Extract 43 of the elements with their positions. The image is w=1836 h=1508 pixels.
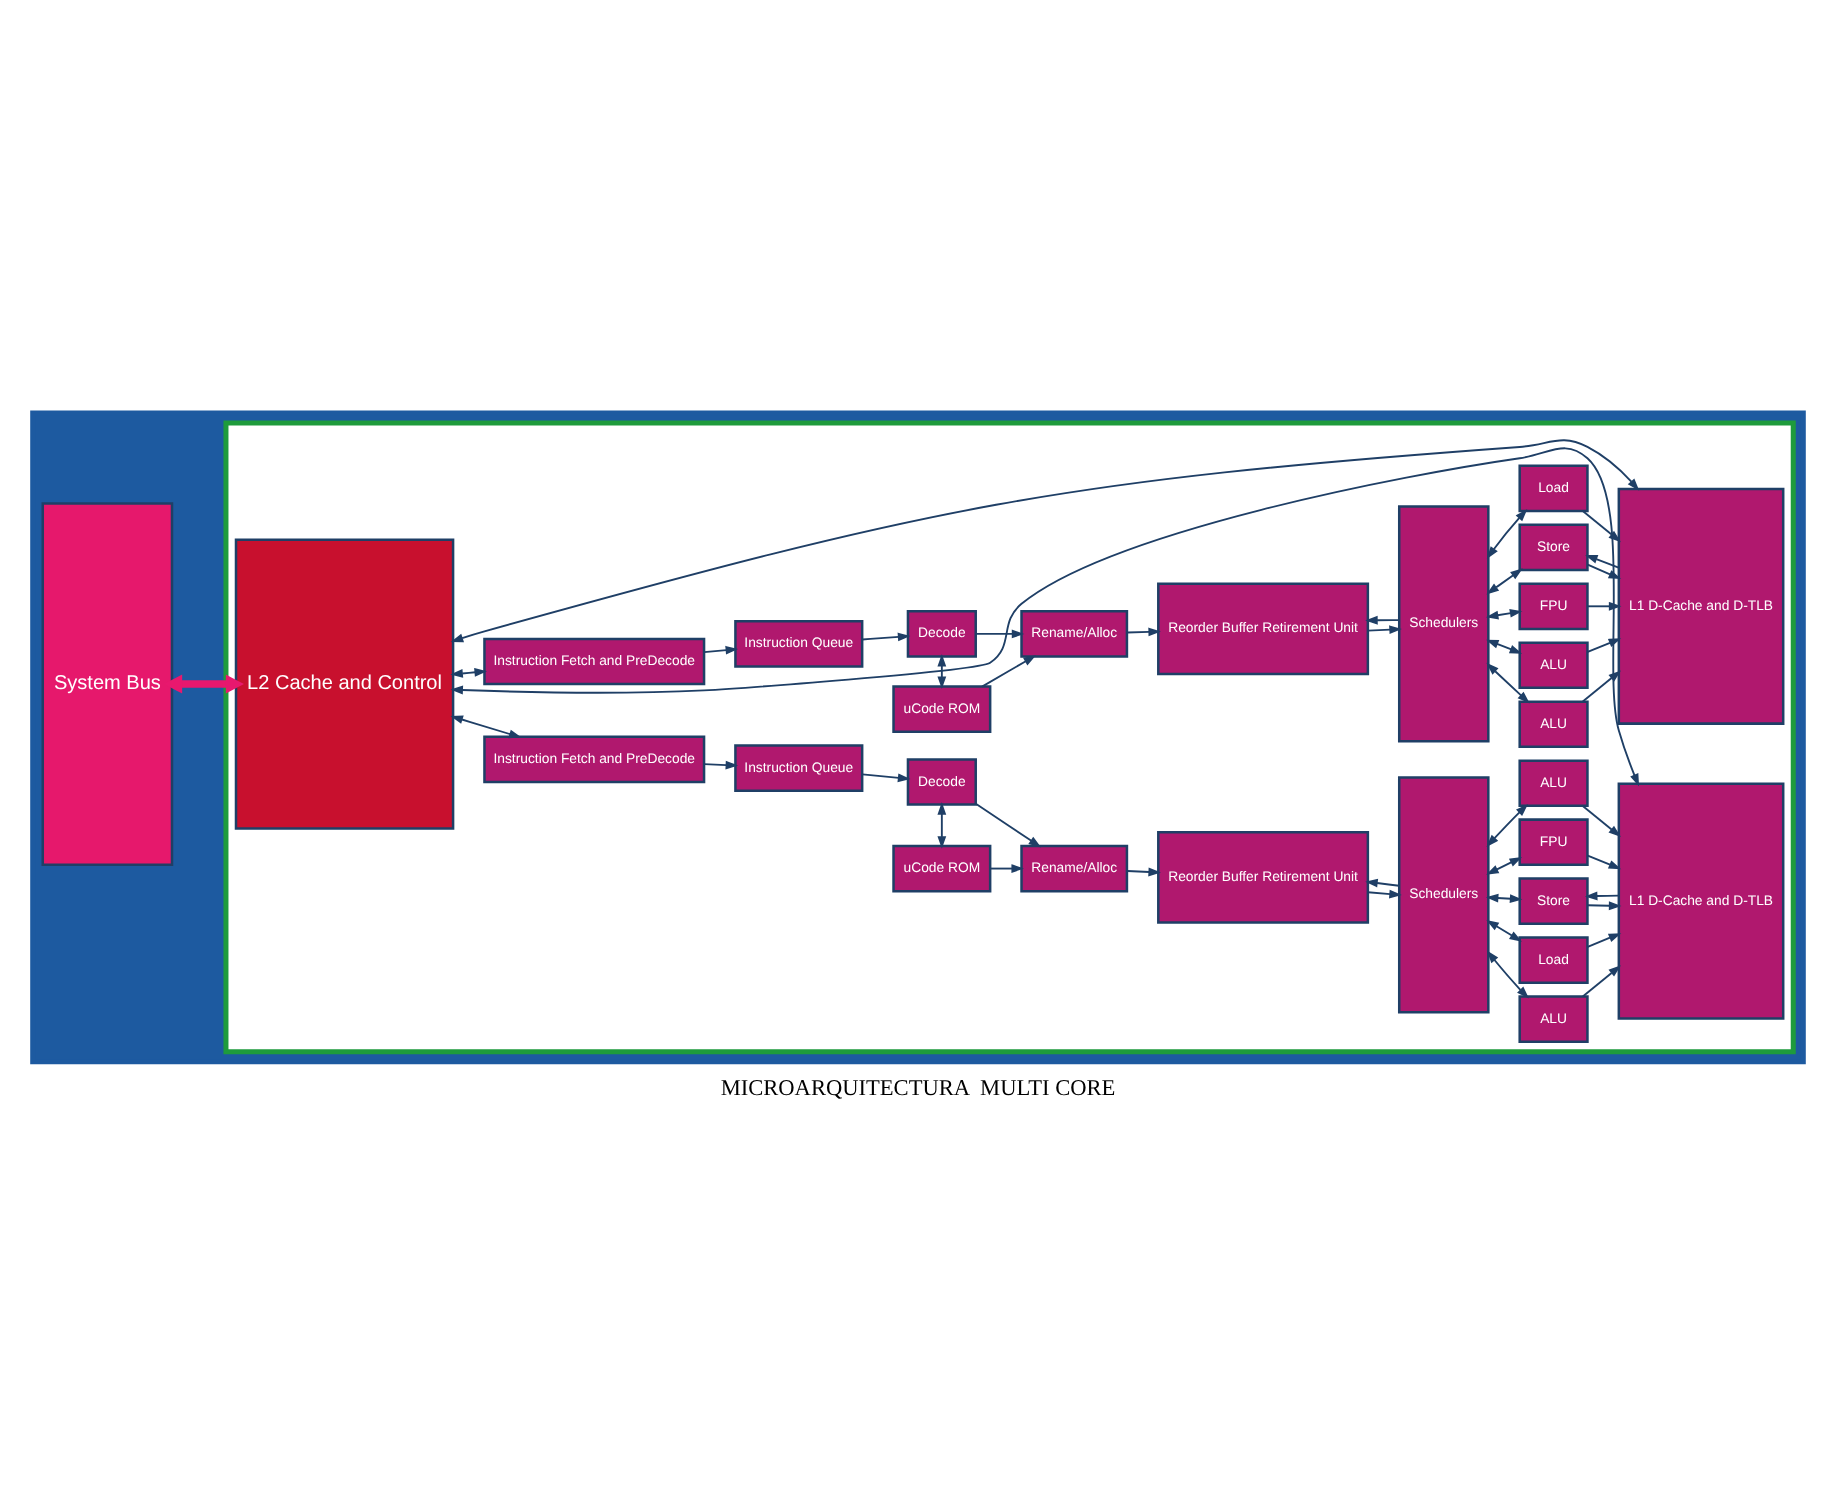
arrow — [1486, 661, 1530, 703]
arrow — [703, 644, 739, 654]
arrow — [974, 801, 1042, 847]
arrow — [1367, 888, 1402, 898]
arrow — [937, 801, 947, 848]
arrow — [1581, 964, 1622, 997]
arrow — [1126, 866, 1161, 876]
arrow — [1586, 562, 1622, 579]
arrow — [1584, 890, 1620, 900]
arrow — [1486, 803, 1529, 847]
arrow — [861, 631, 911, 641]
arrow — [1486, 567, 1523, 594]
arrow — [937, 652, 947, 689]
arrow — [1586, 932, 1622, 947]
arrow — [1126, 626, 1161, 636]
arrow — [1486, 918, 1522, 941]
arrow — [1486, 949, 1529, 998]
arrow — [1486, 638, 1523, 653]
node-box: L2 Cache and Control — [234, 537, 455, 829]
arrow — [1485, 607, 1523, 619]
arrow — [1581, 509, 1622, 542]
arrow — [974, 628, 1025, 638]
arrow — [450, 714, 522, 738]
arrow — [1365, 614, 1400, 624]
arrow — [1581, 804, 1622, 837]
arrow — [1585, 553, 1620, 568]
node-box: System Bus — [41, 501, 174, 866]
arrow — [989, 863, 1024, 872]
arrow — [703, 759, 739, 769]
arrow — [1586, 900, 1622, 910]
arrow — [1586, 853, 1622, 869]
arrow — [1581, 669, 1622, 702]
arrow — [164, 673, 244, 693]
arrow — [1586, 600, 1622, 610]
caption: MICROARQUITECTURA MULTI CORE — [720, 1075, 1116, 1100]
arrow — [1485, 892, 1523, 903]
arrow — [450, 438, 1640, 642]
arrow — [1365, 877, 1400, 887]
arrow — [1586, 637, 1622, 652]
arrow — [981, 654, 1037, 687]
arrow — [1367, 624, 1402, 634]
arrow — [861, 772, 911, 782]
arrow — [1486, 508, 1528, 558]
